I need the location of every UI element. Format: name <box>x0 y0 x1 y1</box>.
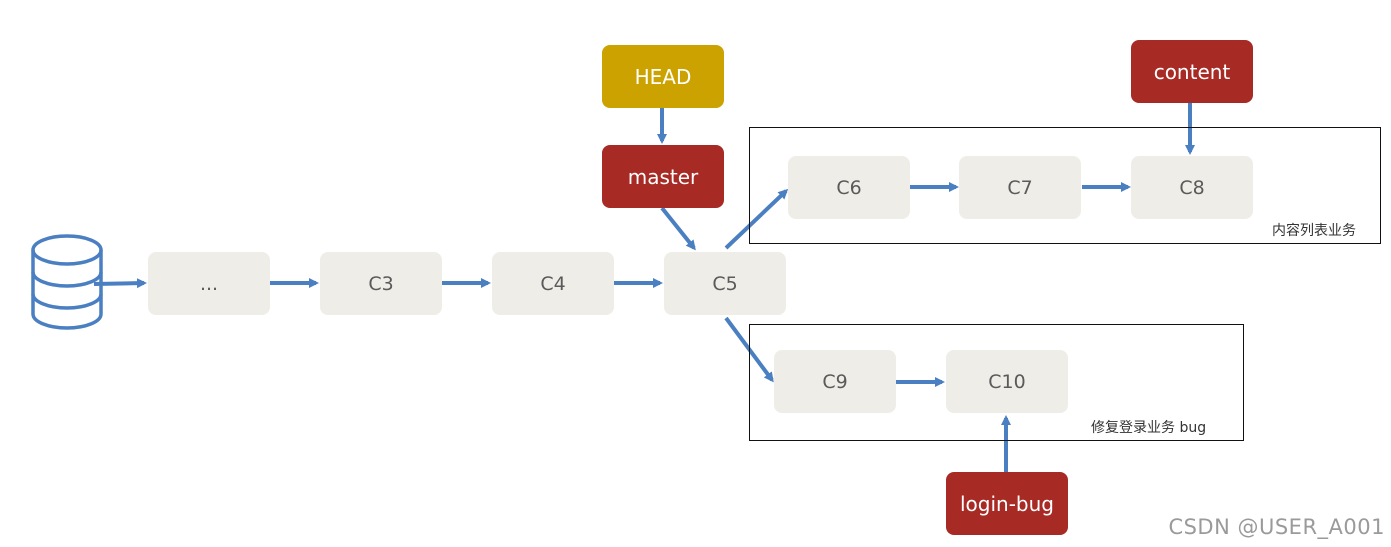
content-branch-label: content <box>1131 40 1253 103</box>
login-bug-branch-label: login-bug <box>946 472 1068 535</box>
commit-ellipsis: ... <box>148 252 270 315</box>
commit-c5: C5 <box>664 252 786 315</box>
login-branch-caption: 修复登录业务 bug <box>1091 420 1207 436</box>
arrow-master-to-c5 <box>660 206 696 251</box>
commit-c7: C7 <box>959 156 1081 219</box>
content-branch-caption: 内容列表业务 <box>1272 223 1356 239</box>
arrow-db-to-ellipsis <box>93 278 147 289</box>
database-icon <box>31 234 103 330</box>
login-branch-frame <box>749 324 1244 441</box>
commit-c6: C6 <box>788 156 910 219</box>
content-branch-frame <box>749 127 1381 244</box>
commit-c4: C4 <box>492 252 614 315</box>
commit-c8: C8 <box>1131 156 1253 219</box>
commit-c10: C10 <box>946 350 1068 413</box>
watermark: CSDN @USER_A001 <box>1168 515 1385 539</box>
head-pointer: HEAD <box>602 45 724 108</box>
commit-c3: C3 <box>320 252 442 315</box>
arrow-c5-to-c6 <box>724 188 789 250</box>
master-branch-label: master <box>602 145 724 208</box>
commit-c9: C9 <box>774 350 896 413</box>
